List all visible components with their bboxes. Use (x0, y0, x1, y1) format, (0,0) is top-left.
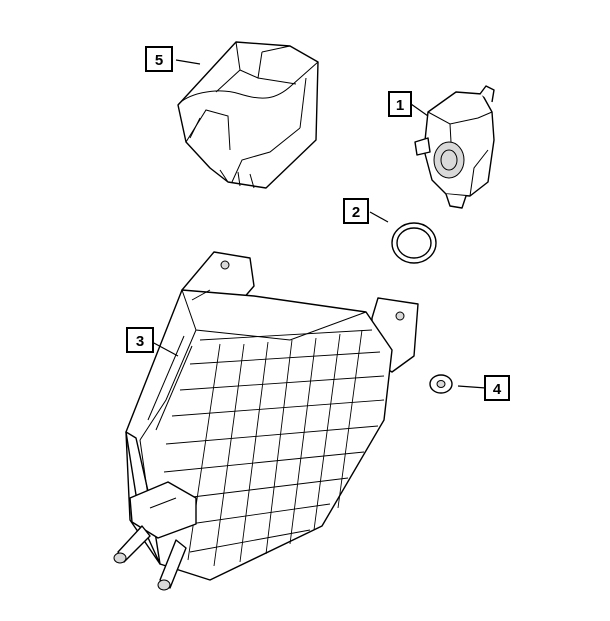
leader-line-3 (151, 341, 179, 357)
callout-1: 1 (388, 91, 412, 117)
canister-lattice (163, 329, 385, 567)
leader-line-4 (457, 385, 487, 389)
part-5-canister-bracket (177, 41, 319, 189)
callout-4-label: 4 (493, 381, 502, 398)
part-1-vent-valve (414, 85, 495, 209)
leader-line-5 (175, 59, 201, 65)
leader-line-2 (369, 211, 389, 223)
part-4-nut (429, 374, 453, 394)
callout-2-label: 2 (352, 204, 360, 221)
part-3-vapor-canister (113, 251, 419, 591)
callout-5-label: 5 (155, 52, 163, 69)
callout-3-label: 3 (136, 333, 144, 350)
leader-line-1 (410, 103, 429, 117)
callout-1-label: 1 (396, 97, 404, 114)
callout-5: 5 (145, 46, 173, 72)
callout-3: 3 (126, 327, 154, 353)
callout-2: 2 (343, 198, 369, 224)
part-2-o-ring (391, 222, 437, 264)
callout-4: 4 (484, 375, 510, 401)
